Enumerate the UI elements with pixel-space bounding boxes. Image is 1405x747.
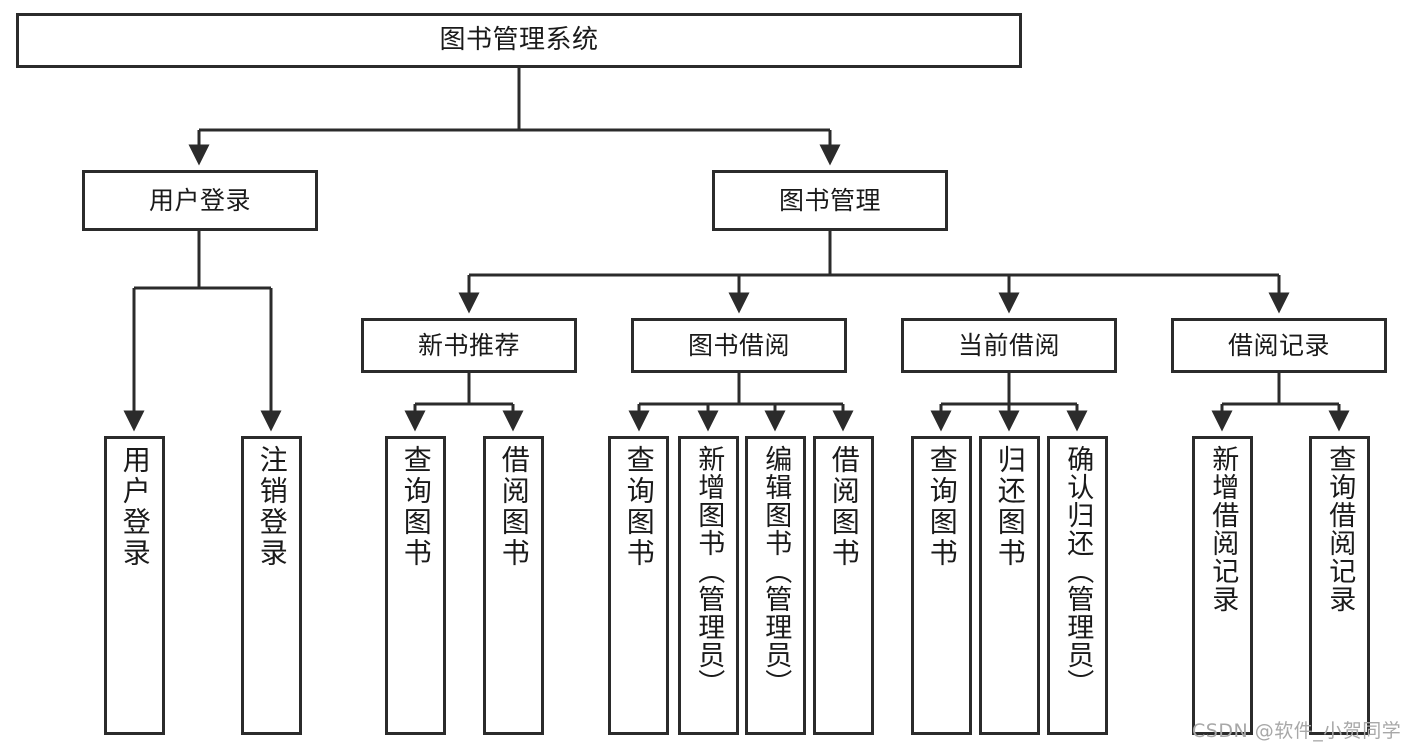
node-label: 注销登录: [255, 445, 289, 569]
node-leaf-query-book-1[interactable]: 查询图书: [385, 436, 446, 735]
csdn-watermark: CSDN @软件_小贺同学: [1192, 720, 1402, 742]
node-new-book-recommend[interactable]: 新书推荐: [361, 318, 577, 373]
node-label: 新增图书（管理员）: [693, 445, 725, 697]
node-borrow-record[interactable]: 借阅记录: [1171, 318, 1387, 373]
node-label: 新增借阅记录: [1207, 445, 1239, 613]
node-current-borrow[interactable]: 当前借阅: [901, 318, 1117, 373]
node-leaf-query-book-3[interactable]: 查询图书: [911, 436, 972, 735]
node-leaf-logout-login[interactable]: 注销登录: [241, 436, 302, 735]
node-book-management[interactable]: 图书管理: [712, 170, 948, 231]
node-leaf-add-record[interactable]: 新增借阅记录: [1192, 436, 1253, 735]
node-leaf-borrow-book-1[interactable]: 借阅图书: [483, 436, 544, 735]
node-root[interactable]: 图书管理系统: [16, 13, 1022, 68]
node-leaf-confirm-return[interactable]: 确认归还（管理员）: [1047, 436, 1108, 735]
node-book-borrow[interactable]: 图书借阅: [631, 318, 847, 373]
node-leaf-add-book[interactable]: 新增图书（管理员）: [678, 436, 739, 735]
node-label: 查询借阅记录: [1324, 445, 1356, 613]
node-leaf-query-book-2[interactable]: 查询图书: [608, 436, 669, 735]
node-label: 查询图书: [925, 445, 959, 569]
node-label: 查询图书: [622, 445, 656, 569]
node-label: 编辑图书（管理员）: [760, 445, 792, 697]
node-label: 查询图书: [399, 445, 433, 569]
node-label: 借阅图书: [497, 445, 531, 569]
node-leaf-return-book[interactable]: 归还图书: [979, 436, 1040, 735]
node-label: 用户登录: [118, 445, 152, 569]
node-leaf-edit-book[interactable]: 编辑图书（管理员）: [745, 436, 806, 735]
node-user-login[interactable]: 用户登录: [82, 170, 318, 231]
node-label: 归还图书: [993, 445, 1027, 569]
node-label: 确认归还（管理员）: [1062, 445, 1094, 697]
node-leaf-query-record[interactable]: 查询借阅记录: [1309, 436, 1370, 735]
node-leaf-user-login[interactable]: 用户登录: [104, 436, 165, 735]
node-leaf-borrow-book-2[interactable]: 借阅图书: [813, 436, 874, 735]
node-label: 借阅图书: [827, 445, 861, 569]
